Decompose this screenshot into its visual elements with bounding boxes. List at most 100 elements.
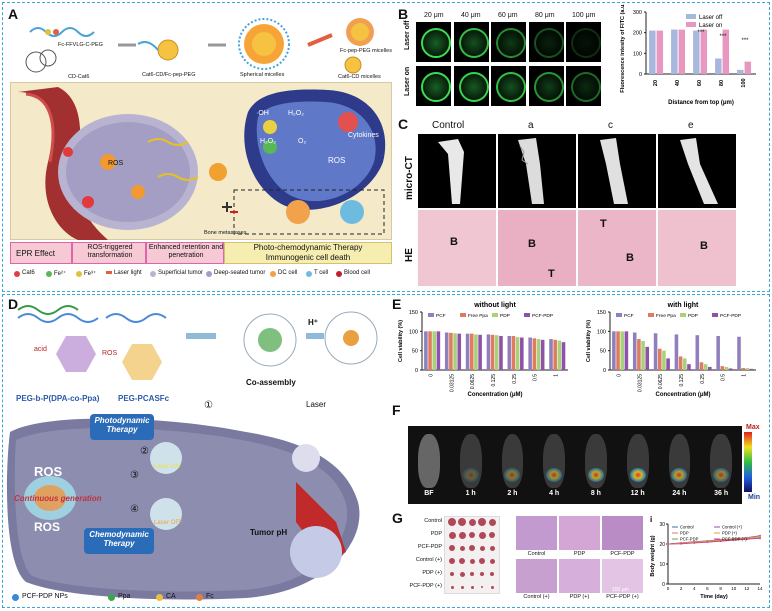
a-band-2 [72, 242, 146, 264]
e-y-tick-label: 0 [603, 368, 606, 374]
a-legend: Cat6 Fe²⁺ Fe³⁺ Laser light Superficial t… [10, 268, 392, 282]
e-legend-swatch [616, 313, 622, 317]
e-legend-swatch [460, 313, 466, 317]
g-he-image-5 [602, 559, 643, 593]
g-x-tick-label: 6 [706, 586, 709, 591]
g-he-label-3: Control (+) [523, 594, 550, 600]
f-time-label-5: 12 h [630, 490, 645, 497]
e-bar [424, 331, 428, 370]
e-bar [703, 364, 708, 370]
e-x-tick-label: 0.03125 [449, 374, 455, 392]
a-band-1 [10, 242, 72, 264]
b-bar [715, 58, 722, 74]
d-legend-3: Fc [206, 593, 214, 600]
f-signal-3 [546, 468, 563, 482]
d-polymer-1: PEG-b-P(DPA-co-Ppa) [16, 394, 100, 403]
e-bar [678, 356, 683, 370]
b-bar [693, 30, 700, 75]
e-bar [549, 339, 553, 370]
g-tumor-r2-c0 [449, 545, 455, 551]
g-tumor-r1-c3 [478, 531, 486, 539]
g-he-label-0: Control [527, 551, 546, 557]
a-ros-cell-label: ROS [328, 156, 346, 165]
e-legend-swatch [428, 313, 434, 317]
e-y-tick-label: 150 [409, 310, 418, 316]
b-micrograph-r1-c4 [566, 66, 601, 106]
b-y-axis-label: Fluorescence intesity of FITC (a.u.) [620, 4, 626, 93]
c-col-1: a [528, 120, 534, 131]
g-he-image-0 [516, 516, 557, 550]
b-row-label-off: Laser off [404, 20, 411, 50]
d-step-2: ② [140, 446, 149, 457]
e-bar [457, 333, 462, 370]
g-tumor-r5-c4 [490, 585, 494, 589]
g-scalebar-label: 100 μm [612, 587, 629, 593]
g-tumor-label-3: Control (+) [415, 557, 442, 563]
c-he-control [418, 210, 496, 286]
b-significance: *** [719, 34, 727, 40]
c-he-label-3: T [600, 218, 607, 230]
a-label-cat6-micelles: Cat6-CD micelles [338, 74, 381, 80]
e-y-tick-label: 0 [415, 368, 418, 374]
b-spheroid-r0-c3 [533, 28, 564, 58]
a-ros-label: ROS [108, 160, 124, 167]
panel-label-e: E [392, 296, 402, 312]
b-spheroid-r0-c4 [571, 28, 601, 58]
d-step-3: ③ [130, 470, 139, 481]
e-bar [674, 334, 679, 370]
c-col-3: e [688, 120, 694, 131]
e-bar [515, 337, 520, 370]
b-significance: *** [697, 30, 705, 36]
b-bar [671, 29, 678, 74]
e-y-tick-label: 50 [412, 349, 418, 355]
b-y-tick-label: 300 [633, 10, 642, 16]
b-x-tick-label: 60 [697, 80, 703, 86]
e-bar [453, 333, 457, 370]
f-signal-4 [587, 468, 604, 482]
e-x-tick-label: 0.0625 [658, 374, 664, 390]
a-legend-3: Laser light [114, 270, 142, 276]
g-series-point [667, 543, 669, 545]
e-bar [745, 368, 750, 370]
a-h2o2-label-2: H₂O₂ [260, 138, 276, 145]
b-micrograph-r1-c3 [528, 66, 564, 106]
g-tumor-label-1: PDP [430, 531, 442, 537]
a-label-polymer: Fc-FFVLG-C-PEG [58, 42, 103, 48]
e-y-axis-label: Cell viability (%) [586, 320, 592, 362]
g-x-tick-label: 14 [757, 586, 763, 591]
e-bar [720, 366, 725, 370]
g-he-label-2: PCF-PDP [610, 551, 635, 557]
d-pdt-label: Photodynamic Therapy [94, 416, 150, 434]
e-legend-label: Free Ppa [468, 313, 488, 319]
g-tumor-r3-c2 [469, 558, 475, 564]
a-cytokines-label: Cytokines [348, 132, 379, 139]
e-legend-swatch [492, 313, 498, 317]
b-x-tick-label: 80 [719, 80, 725, 86]
top-panel-frame [2, 2, 770, 292]
g-tumor-r3-c3 [479, 558, 485, 564]
b-micrograph-r0-c3 [528, 22, 564, 62]
g-legend-label: PDP [680, 531, 689, 536]
g-tumor-r3-c4 [489, 558, 495, 564]
b-depth-1: 40 μm [461, 12, 481, 19]
b-micrograph-r1-c0 [416, 66, 451, 106]
b-depth-2: 60 μm [498, 12, 518, 19]
g-x-tick-label: 0 [667, 586, 670, 591]
e-legend-label: PCF [436, 313, 446, 319]
b-bar [678, 29, 686, 74]
g-series-point [693, 542, 696, 544]
e-bar [561, 342, 566, 370]
f-signal-5 [629, 468, 646, 482]
e-legend-swatch [680, 313, 686, 317]
b-depth-4: 100 μm [572, 12, 596, 19]
f-time-label-0: BF [424, 490, 434, 497]
panel-label-a: A [8, 6, 19, 22]
g-tumor-r5-c2 [470, 585, 474, 589]
g-x-tick-label: 8 [719, 586, 722, 591]
b-bar [649, 30, 656, 75]
g-tumor-r1-c1 [458, 531, 466, 539]
c-row-he: HE [404, 248, 415, 262]
e-y-tick-label: 100 [597, 329, 606, 335]
c-he-e [658, 210, 736, 286]
